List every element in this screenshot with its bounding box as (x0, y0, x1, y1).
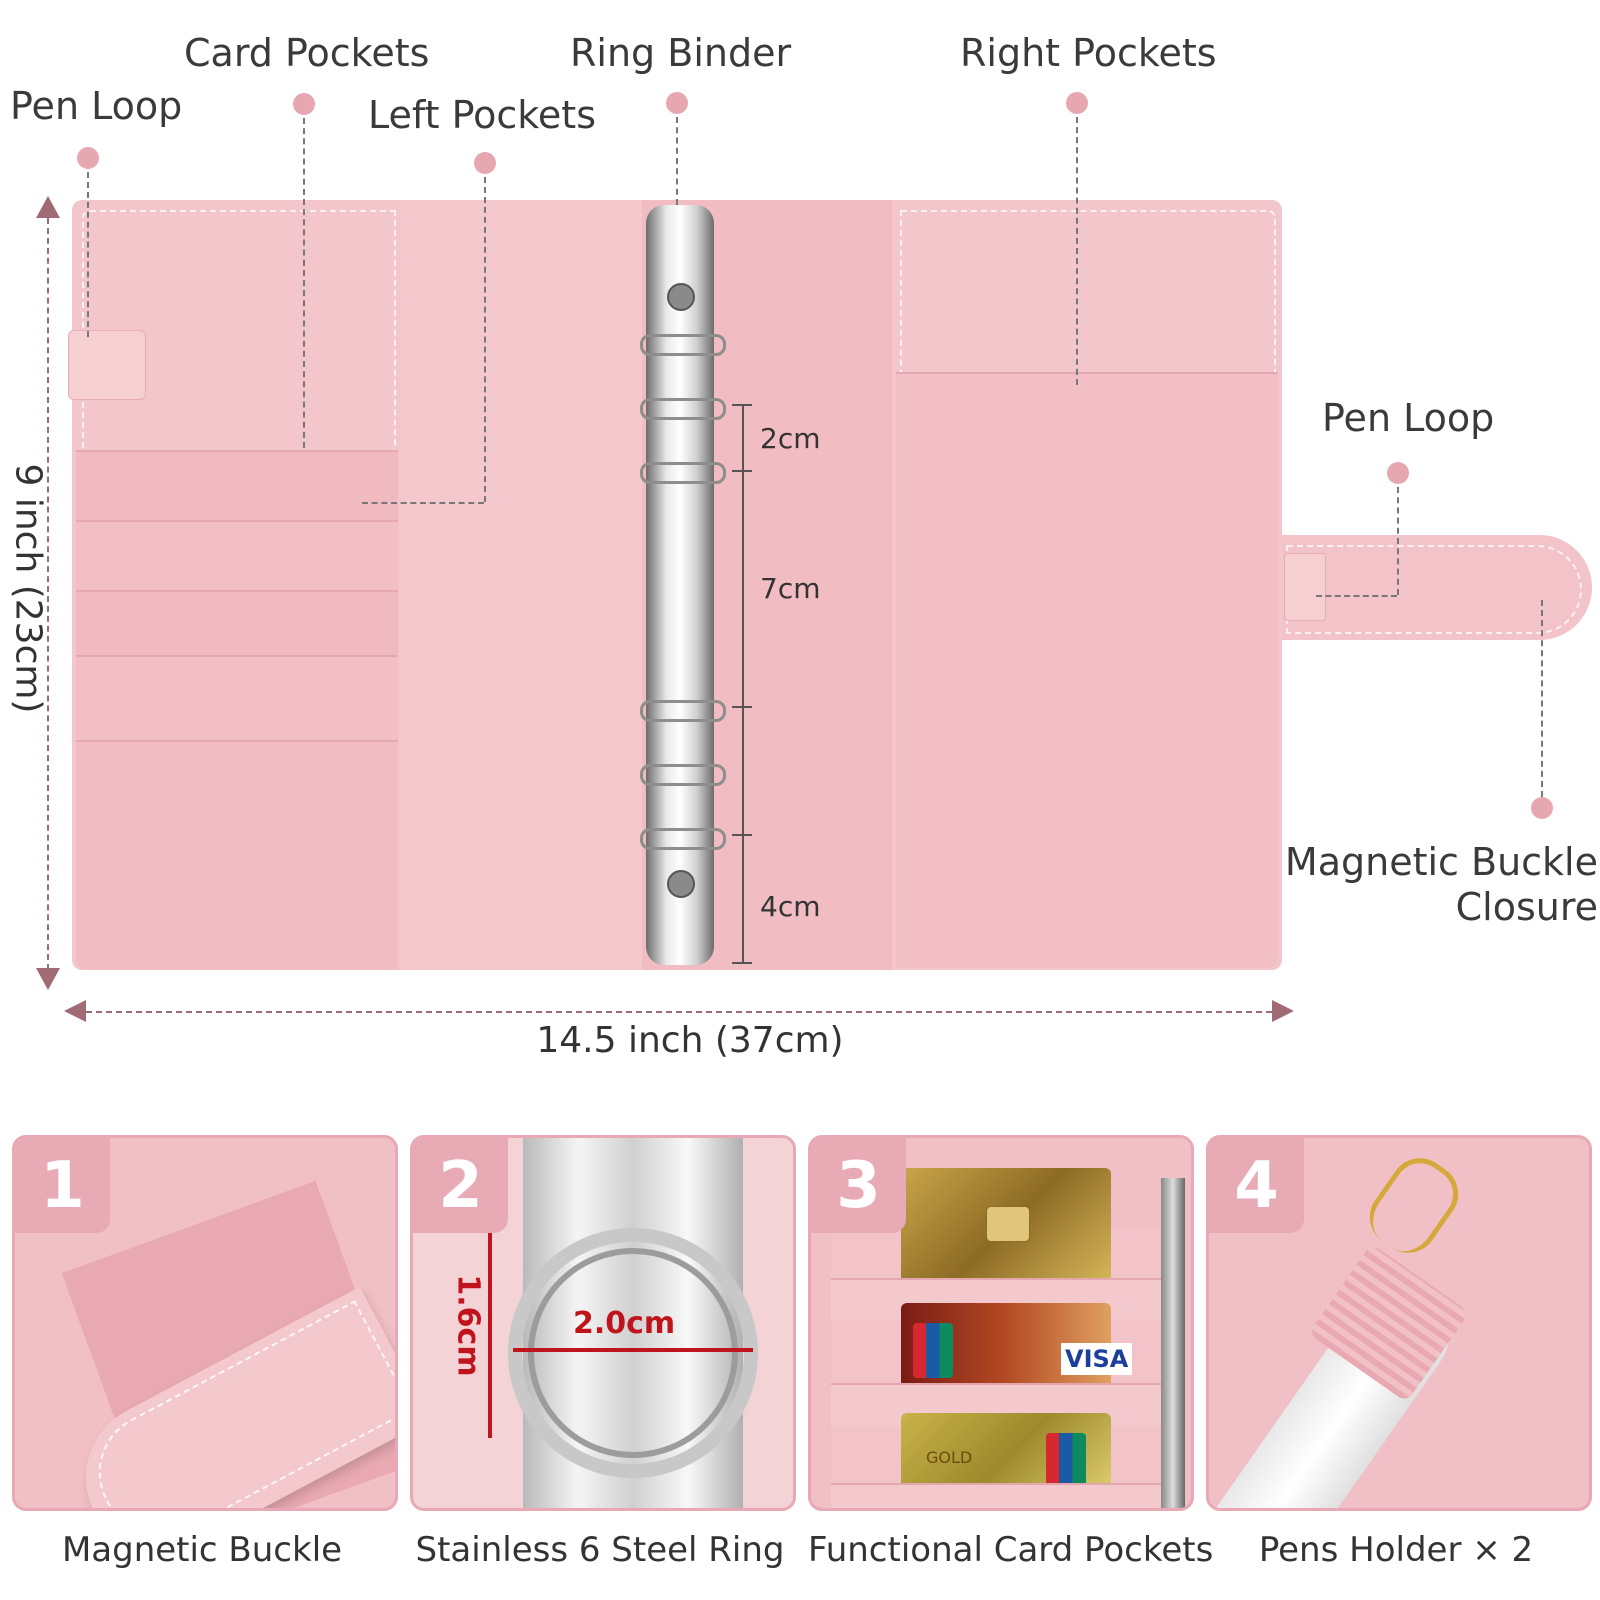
height-dimension-arrow-top (36, 196, 60, 218)
callout-magnetic-buckle-line1: Magnetic Buckle (1284, 840, 1598, 884)
pen-loop-left (68, 330, 146, 400)
ring-measure-tick (732, 470, 752, 472)
feature-number-badge: 4 (1209, 1138, 1304, 1233)
card-chip (986, 1206, 1030, 1242)
feature-caption: Pens Holder × 2 (1258, 1530, 1534, 1570)
left-pocket-panel (402, 200, 642, 970)
card-pocket-slot (76, 520, 398, 592)
callout-leader (303, 118, 305, 448)
binder-ring (640, 398, 726, 420)
feature-caption: Stainless 6 Steel Ring (415, 1530, 785, 1570)
callout-magnetic-buckle-line2: Closure (1455, 885, 1598, 929)
rivet (667, 283, 695, 311)
feature-caption: Functional Card Pockets (808, 1530, 1214, 1570)
callout-leader (87, 172, 89, 337)
height-dimension-label: 9 inch (23cm) (7, 463, 49, 714)
unionpay-logo (913, 1323, 953, 1378)
feature-tile-card-pockets: VISA GOLD 3 (808, 1135, 1194, 1511)
rivet (667, 870, 695, 898)
pen-loop-right (1284, 553, 1326, 621)
ring-measure-line (742, 404, 744, 964)
callout-dot (1387, 462, 1409, 484)
steel-ring-inner (528, 1248, 738, 1458)
width-dimension-line (86, 1011, 1272, 1013)
callout-leader (362, 502, 484, 504)
callout-right-pockets: Right Pockets (960, 31, 1217, 75)
callout-leader (676, 117, 678, 205)
callout-dot (666, 92, 688, 114)
callout-leader (1397, 487, 1399, 595)
ring-height-arrow (488, 1208, 492, 1438)
ring-measure-tick (732, 962, 752, 964)
width-dimension-arrow-left (64, 1000, 86, 1022)
ring-width-label: 2.0cm (573, 1306, 676, 1341)
callout-ring-binder: Ring Binder (570, 31, 792, 75)
callout-dot (1066, 92, 1088, 114)
feature-number-badge: 3 (811, 1138, 906, 1233)
callout-dot (1531, 797, 1553, 819)
callout-dot (474, 152, 496, 174)
callout-leader (1541, 600, 1543, 797)
bottom-pocket (76, 740, 398, 970)
ring-measure-tick (732, 834, 752, 836)
width-dimension-label: 14.5 inch (37cm) (536, 1020, 844, 1061)
right-pocket (896, 372, 1278, 968)
feature-number-badge: 2 (413, 1138, 508, 1233)
feature-number-badge: 1 (15, 1138, 110, 1233)
binder-ring (640, 828, 726, 850)
ring-height-label: 1.6cm (450, 1274, 486, 1377)
ring-measure-tick (732, 404, 752, 406)
ring-gap-2-label: 7cm (760, 572, 821, 605)
height-dimension-line (47, 218, 49, 970)
callout-card-pockets: Card Pockets (184, 31, 430, 75)
card-pocket-slot (76, 590, 398, 657)
ring-gap-3-label: 4cm (760, 890, 821, 923)
feature-tile-pen-holder: 4 (1206, 1135, 1592, 1511)
callout-dot (293, 93, 315, 115)
card-pocket-band (831, 1483, 1161, 1508)
feature-caption: Magnetic Buckle (61, 1530, 343, 1570)
gold-card-text: GOLD (926, 1448, 973, 1467)
binder-ring-edge (1161, 1178, 1185, 1508)
visa-logo: VISA (1061, 1343, 1133, 1375)
card-pocket-slot (76, 450, 398, 522)
callout-pen-loop-left: Pen Loop (10, 84, 183, 128)
ring-binder-mechanism (646, 205, 714, 965)
feature-tile-magnetic-buckle: 1 (12, 1135, 398, 1511)
binder-ring (640, 462, 726, 484)
height-dimension-arrow-bottom (36, 968, 60, 990)
ring-gap-1-label: 2cm (760, 422, 821, 455)
binder-ring (640, 700, 726, 722)
ring-measure-tick (732, 706, 752, 708)
callout-dot (77, 147, 99, 169)
ring-width-arrow (513, 1348, 753, 1352)
callout-left-pockets: Left Pockets (368, 93, 596, 137)
binder-ring (640, 764, 726, 786)
unionpay-logo (1046, 1433, 1086, 1488)
callout-pen-loop-right: Pen Loop (1322, 396, 1495, 440)
callout-leader (1076, 117, 1078, 385)
width-dimension-arrow-right (1272, 1000, 1294, 1022)
binder-ring (640, 334, 726, 356)
feature-tile-steel-ring: 1.6cm 2.0cm 2 (410, 1135, 796, 1511)
card-pocket-slot (76, 655, 398, 742)
callout-leader (484, 177, 486, 502)
buckle-stitch (1286, 545, 1582, 634)
callout-leader (1316, 595, 1397, 597)
